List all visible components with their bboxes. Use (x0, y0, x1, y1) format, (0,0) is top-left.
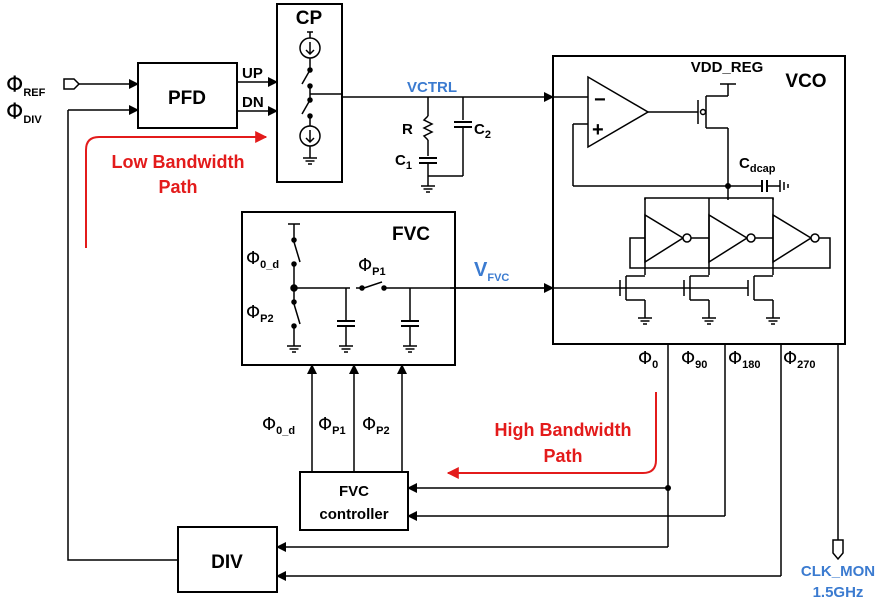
clk-mon-label: CLK_MON (801, 563, 875, 580)
ctrl-phip2-label: ΦP2 (362, 414, 390, 437)
resistor-label: R (402, 121, 413, 138)
ground-icon (286, 339, 302, 353)
inverter-1-icon (644, 213, 685, 264)
vco-box (552, 55, 846, 345)
inverter-2-icon (708, 213, 749, 264)
clk-mon-pad-icon (832, 539, 844, 561)
capacitor-c1-icon (418, 157, 438, 164)
charge-pump-internals (299, 31, 342, 152)
div-output-wire (67, 110, 178, 561)
opamp-icon (587, 75, 650, 149)
phi-div-label: ΦDIV (6, 100, 42, 126)
switch-phip2-icon (293, 303, 301, 325)
ground-icon (420, 179, 436, 193)
low-bandwidth-label-line1: Low Bandwidth (112, 152, 245, 172)
phi-270-label: Φ270 (783, 348, 816, 371)
pfd-label: PFD (168, 88, 206, 109)
resistor-icon (422, 115, 434, 141)
switch-icon (301, 99, 311, 115)
cp-box (276, 3, 343, 183)
node-dot (725, 183, 731, 189)
ground-icon (338, 339, 354, 353)
capacitor-c2-icon (453, 121, 473, 128)
high-bandwidth-label-line1: High Bandwidth (495, 420, 632, 440)
c2-label: C2 (474, 121, 491, 141)
cdcap-label: Cdcap (739, 155, 776, 175)
fvc-label: FVC (392, 224, 430, 245)
block-outlines (137, 3, 846, 593)
capacitor-icon (336, 320, 356, 327)
fvc-controller-label-line2: controller (319, 506, 388, 523)
phi-90-label: Φ90 (681, 348, 707, 371)
ground-icon (402, 339, 418, 353)
ground-icon (637, 311, 653, 325)
ground-icon (701, 311, 717, 325)
ctrl-phi0d-label: Φ0_d (262, 414, 295, 437)
clk-mon-freq-label: 1.5GHz (813, 584, 864, 601)
fvc-phip1-label: ΦP1 (358, 255, 386, 278)
switch-phip1-icon (363, 281, 383, 289)
opamp-plus: + (592, 119, 604, 141)
high-bandwidth-label-line2: Path (543, 446, 582, 466)
ref-input-pad (63, 78, 139, 90)
vco-internals (553, 75, 831, 312)
fvc-phi0d-label: Φ0_d (246, 248, 279, 271)
ctrl-phip1-label: ΦP1 (318, 414, 346, 437)
up-label: UP (242, 65, 263, 82)
low-bandwidth-path-arrow (85, 131, 268, 248)
pad-icon (63, 78, 81, 90)
high-bandwidth-path-arrow (446, 392, 657, 479)
fvc-phip2-label: ΦP2 (246, 302, 274, 325)
opamp-minus: − (594, 89, 606, 111)
phi-0-label: Φ0 (638, 348, 658, 371)
vfvc-label: VFVC (474, 259, 509, 284)
switch-icon (301, 69, 311, 85)
vctrl-label: VCTRL (407, 79, 457, 96)
ground-icon (302, 151, 318, 165)
ground-icon (765, 311, 781, 325)
pfd-box (137, 62, 238, 129)
vdd-reg-label: VDD_REG (691, 59, 764, 76)
phi-180-label: Φ180 (728, 348, 761, 371)
inverter-3-icon (772, 213, 813, 264)
vco-label: VCO (785, 71, 826, 92)
dn-label: DN (242, 94, 264, 111)
div-label: DIV (211, 552, 243, 573)
c1-label: C1 (395, 152, 412, 172)
phi-ref-label: ΦREF (6, 73, 46, 99)
loop-filter (422, 97, 464, 180)
capacitor-icon (400, 320, 420, 327)
cp-label: CP (296, 8, 323, 29)
phase-wires (667, 344, 839, 576)
fvc-controller-label-line1: FVC (339, 483, 369, 500)
low-bandwidth-label-line2: Path (158, 177, 197, 197)
switch-phi0d-icon (293, 241, 301, 263)
